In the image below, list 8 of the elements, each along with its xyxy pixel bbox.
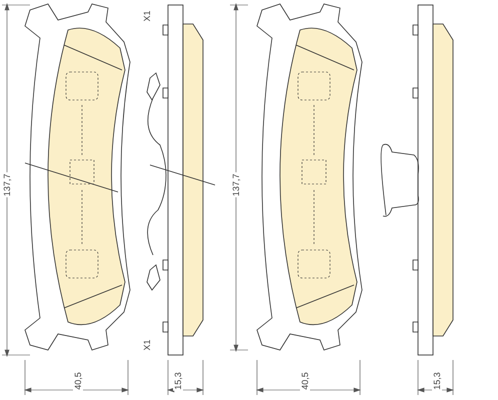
- dimension-label: 137,7: [2, 172, 12, 198]
- dimension-label: 40,5: [73, 371, 83, 391]
- dimension-label: X1: [142, 338, 152, 352]
- dimension-label: 40,5: [300, 371, 310, 391]
- dimension-label: 15,3: [432, 371, 442, 391]
- dimension-label: 137,7: [231, 172, 241, 198]
- dimension-label: X1: [142, 10, 152, 22]
- dimension-label: 15,3: [173, 371, 183, 391]
